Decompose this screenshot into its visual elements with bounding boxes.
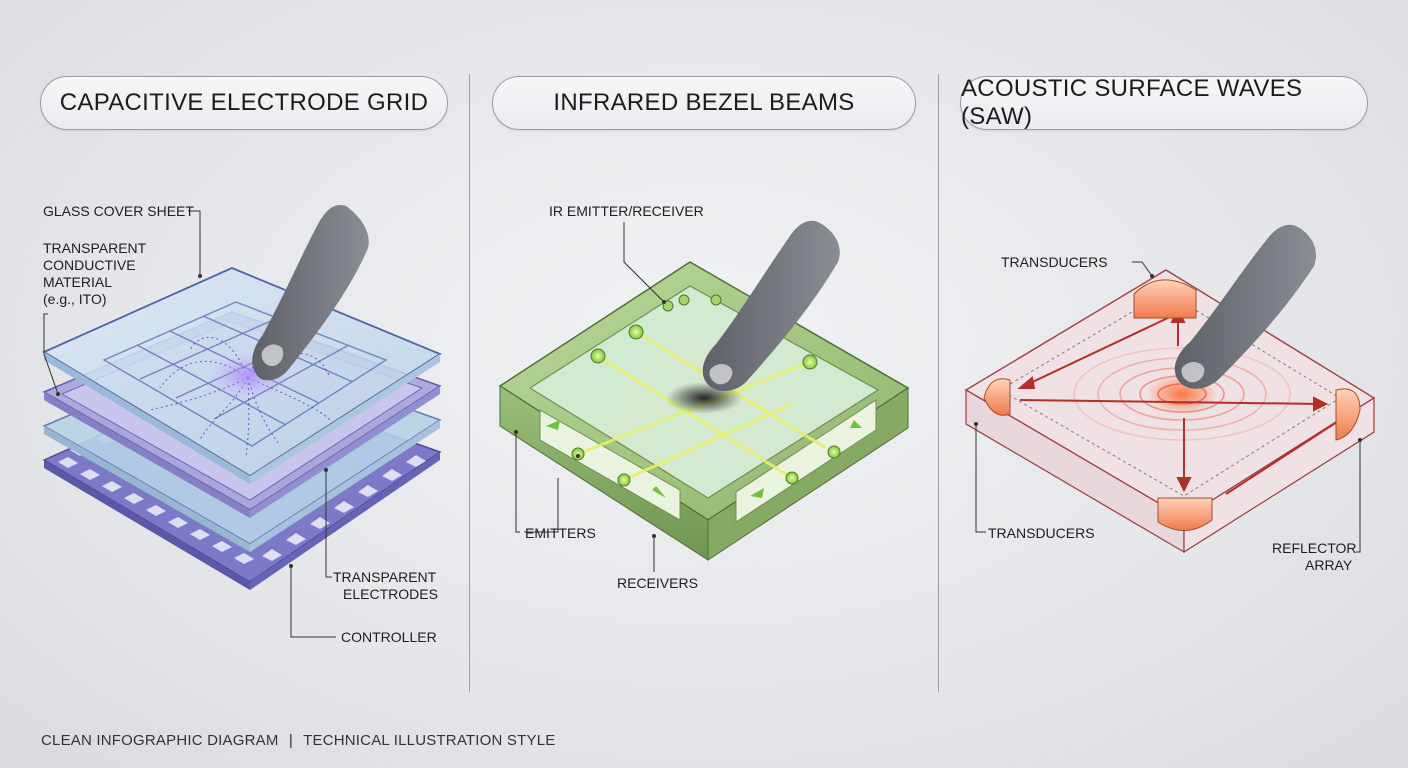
label-transducers-bottom: TRANSDUCERS (988, 525, 1095, 542)
footer-caption: CLEAN INFOGRAPHIC DIAGRAM | TECHNICAL IL… (41, 732, 555, 749)
footer-separator: | (289, 732, 293, 749)
footer-left: CLEAN INFOGRAPHIC DIAGRAM (41, 732, 279, 749)
label-reflector-2: ARRAY (1305, 557, 1352, 574)
label-reflector-1: REFLECTOR (1272, 540, 1357, 557)
saw-diagram (0, 0, 1408, 720)
footer-right: TECHNICAL ILLUSTRATION STYLE (303, 732, 555, 749)
label-transducers-top: TRANSDUCERS (1001, 254, 1108, 271)
